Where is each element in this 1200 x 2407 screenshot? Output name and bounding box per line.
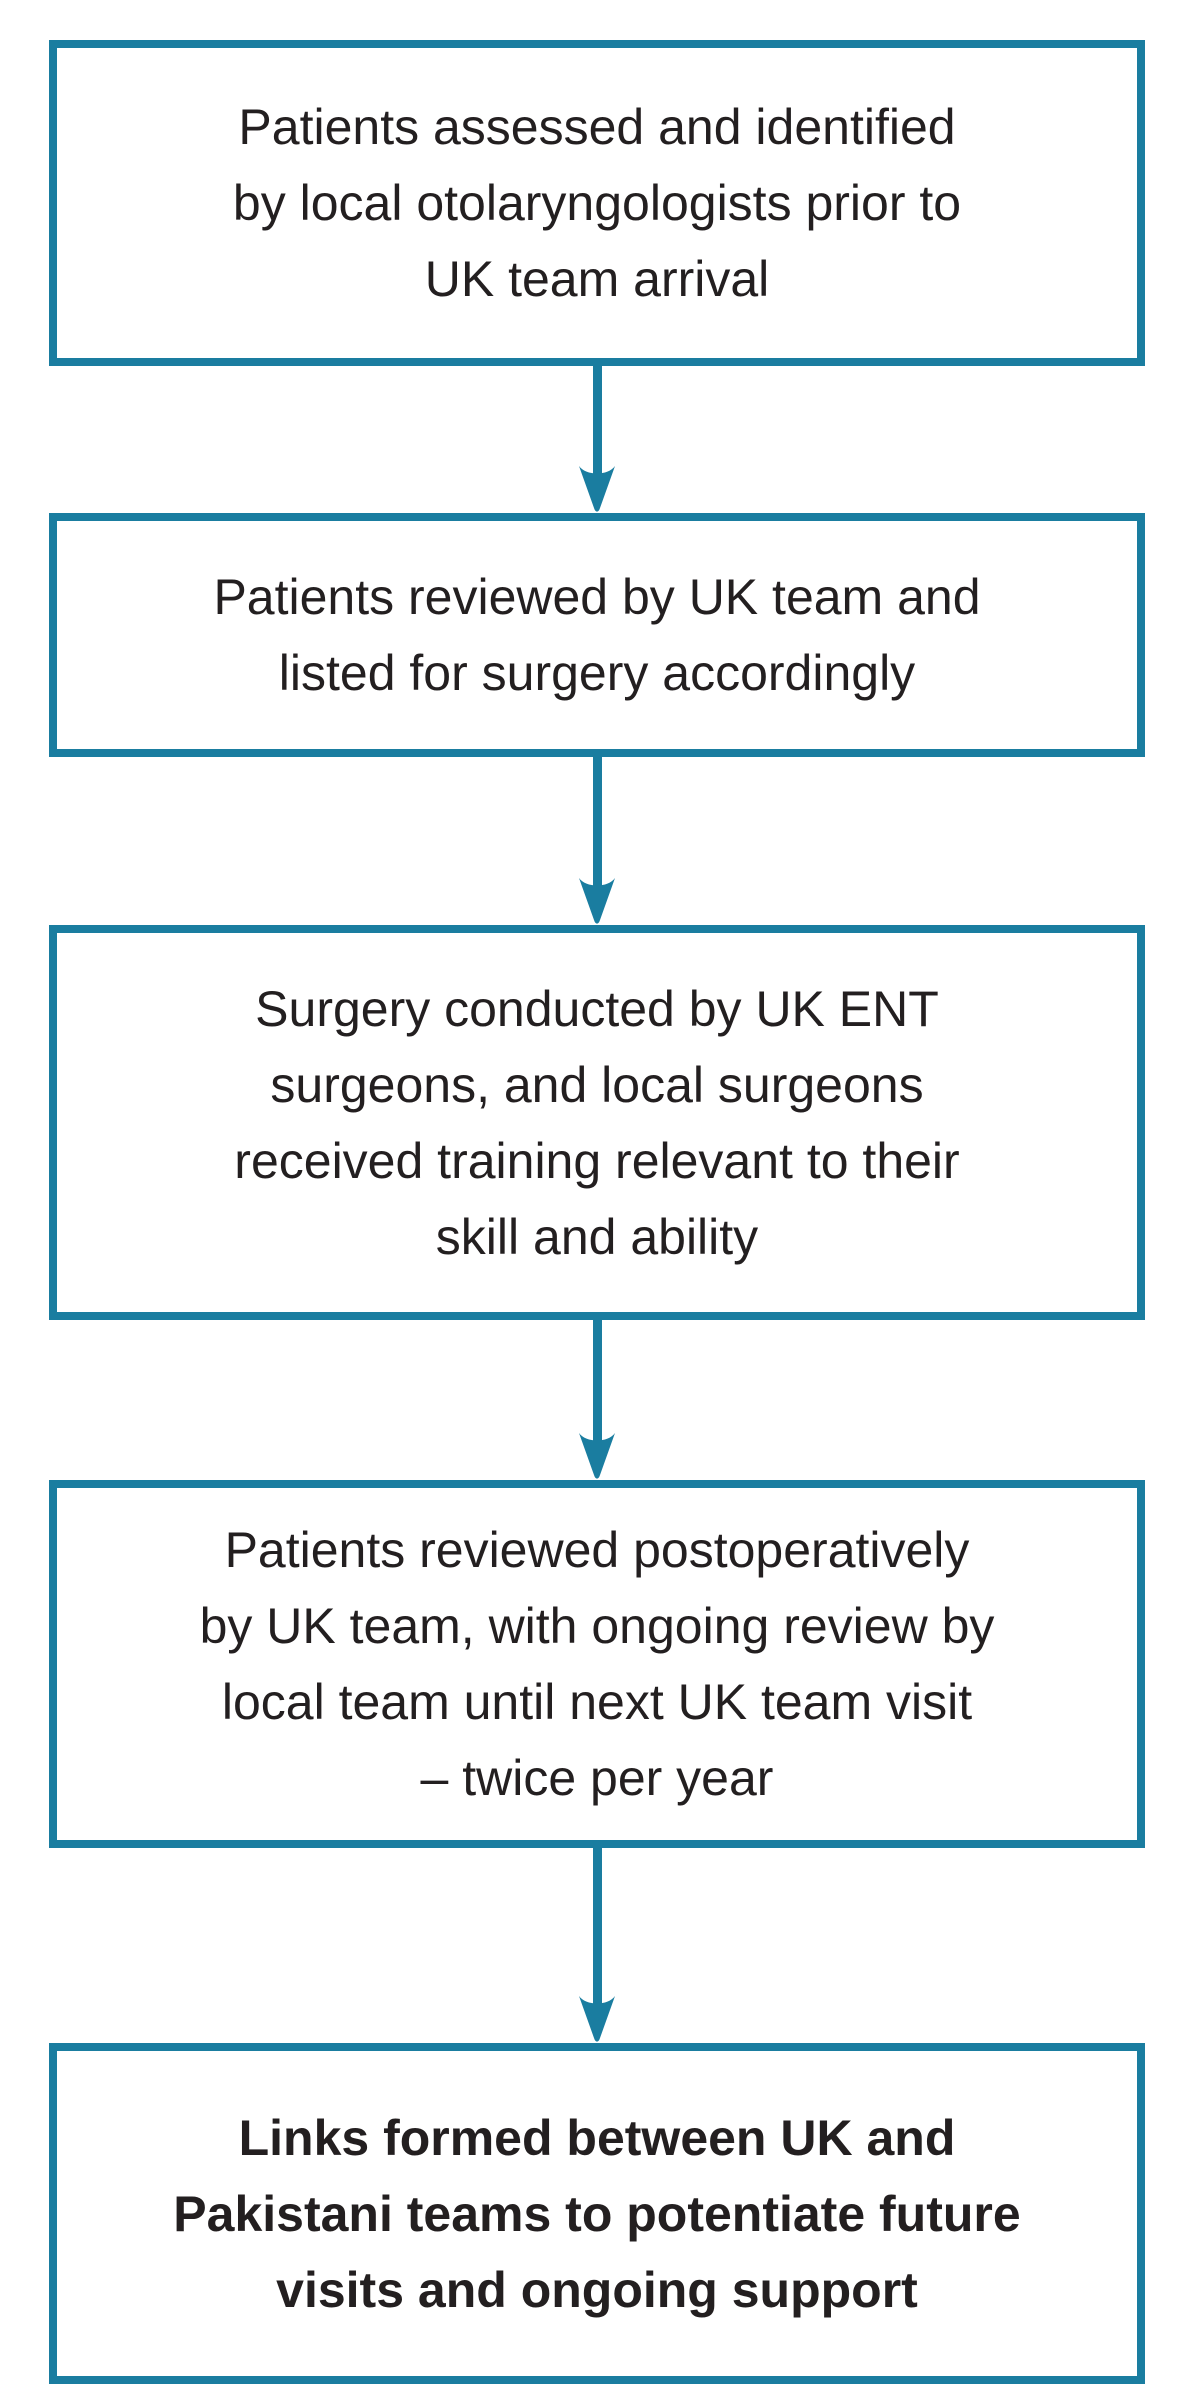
flow-step-5-text: Links formed between UK and Pakistani te… (173, 2109, 1021, 2318)
arrow-head-icon (579, 1433, 615, 1479)
flow-step-1-text: Patients assessed and identified by loca… (232, 99, 962, 307)
arrow-down-icon (577, 757, 617, 925)
flow-step-1: Patients assessed and identified by loca… (49, 40, 1145, 366)
arrow-shaft (592, 366, 602, 475)
flow-step-3: Surgery conducted by UK ENT surgeons, an… (49, 925, 1145, 1320)
flow-step-4-text: Patients reviewed postoperatively by UK … (199, 1522, 995, 1806)
flow-step-5: Links formed between UK and Pakistani te… (49, 2043, 1145, 2384)
flow-step-2: Patients reviewed by UK team and listed … (49, 513, 1145, 757)
arrow-shaft (592, 757, 602, 887)
arrow-down-icon (577, 366, 617, 513)
arrow-down-icon (577, 1848, 617, 2043)
arrow-shaft (592, 1320, 602, 1442)
arrow-shaft (592, 1848, 602, 2005)
arrow-head-icon (579, 466, 615, 512)
arrow-head-icon (579, 878, 615, 924)
arrow-head-icon (579, 1996, 615, 2042)
flow-step-4: Patients reviewed postoperatively by UK … (49, 1480, 1145, 1848)
flow-step-3-text: Surgery conducted by UK ENT surgeons, an… (234, 980, 960, 1265)
flowchart: Patients assessed and identified by loca… (49, 40, 1145, 2384)
flow-step-2-text: Patients reviewed by UK team and listed … (213, 569, 981, 701)
arrow-down-icon (577, 1320, 617, 1480)
